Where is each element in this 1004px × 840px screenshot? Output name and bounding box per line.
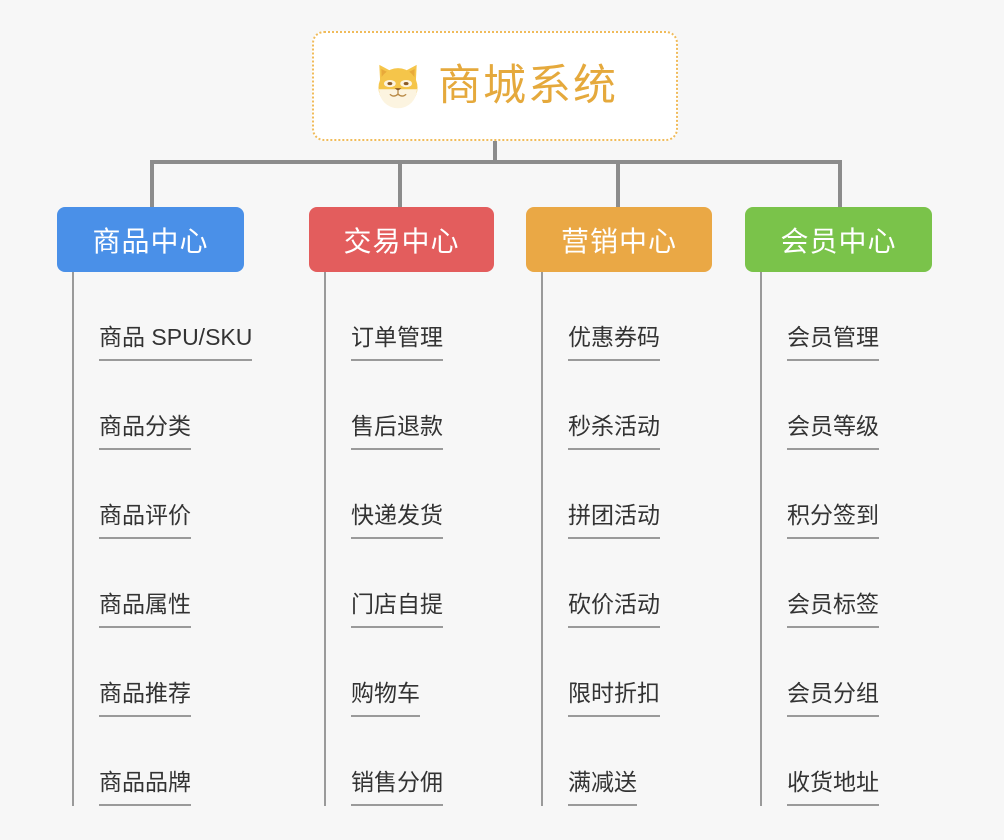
list-item[interactable]: 积分签到	[762, 450, 932, 539]
list-item[interactable]: 会员分组	[762, 628, 932, 717]
connector-drop-4	[838, 160, 842, 208]
list-item[interactable]: 收货地址	[762, 717, 932, 806]
connector-drop-3	[616, 160, 620, 208]
list-item-label: 会员管理	[787, 326, 879, 361]
connector-bus	[150, 160, 842, 164]
list-item-label: 积分签到	[787, 504, 879, 539]
list-item[interactable]: 快递发货	[326, 450, 494, 539]
shiba-dog-face-icon	[378, 64, 418, 109]
group-header-product-center[interactable]: 商品中心	[57, 207, 244, 272]
list-item-label: 售后退款	[351, 415, 443, 450]
list-item[interactable]: 商品推荐	[74, 628, 244, 717]
list-item[interactable]: 商品品牌	[74, 717, 244, 806]
list-item[interactable]: 优惠券码	[543, 272, 712, 361]
group-column-2: 交易中心 订单管理 售后退款 快递发货 门店自提 购物车 销售分佣	[309, 207, 494, 806]
list-item-label: 门店自提	[351, 593, 443, 628]
list-item-label: 满减送	[568, 771, 637, 806]
group-children-1: 商品 SPU/SKU 商品分类 商品评价 商品属性 商品推荐 商品品牌	[72, 272, 253, 806]
list-item[interactable]: 商品评价	[74, 450, 244, 539]
group-children-4: 会员管理 会员等级 积分签到 会员标签 会员分组 收货地址	[760, 272, 932, 806]
list-item[interactable]: 会员等级	[762, 361, 932, 450]
list-item[interactable]: 售后退款	[326, 361, 494, 450]
list-item[interactable]: 商品 SPU/SKU	[74, 272, 253, 361]
list-item[interactable]: 满减送	[543, 717, 712, 806]
list-item-label: 商品属性	[99, 593, 191, 628]
list-item-label: 购物车	[351, 682, 420, 717]
list-item[interactable]: 会员管理	[762, 272, 932, 361]
group-header-marketing-center[interactable]: 营销中心	[526, 207, 712, 272]
list-item[interactable]: 秒杀活动	[543, 361, 712, 450]
list-item-label: 会员等级	[787, 415, 879, 450]
connector-stem	[493, 141, 497, 163]
list-item-label: 商品推荐	[99, 682, 191, 717]
list-item-label: 限时折扣	[568, 682, 660, 717]
list-item-label: 快递发货	[351, 504, 443, 539]
group-column-1: 商品中心 商品 SPU/SKU 商品分类 商品评价 商品属性 商品推荐 商品品牌	[57, 207, 253, 806]
list-item-label: 商品品牌	[99, 771, 191, 806]
list-item-label: 优惠券码	[568, 326, 660, 361]
list-item-label: 商品评价	[99, 504, 191, 539]
root-title: 商城系统	[438, 61, 618, 110]
list-item[interactable]: 会员标签	[762, 539, 932, 628]
list-item[interactable]: 销售分佣	[326, 717, 494, 806]
group-header-trade-center[interactable]: 交易中心	[309, 207, 494, 272]
list-item[interactable]: 砍价活动	[543, 539, 712, 628]
list-item[interactable]: 商品分类	[74, 361, 244, 450]
list-item-label: 销售分佣	[351, 771, 443, 806]
list-item-label: 秒杀活动	[568, 415, 660, 450]
list-item[interactable]: 商品属性	[74, 539, 244, 628]
connector-drop-1	[150, 160, 154, 208]
list-item[interactable]: 限时折扣	[543, 628, 712, 717]
list-item[interactable]: 购物车	[326, 628, 494, 717]
group-children-3: 优惠券码 秒杀活动 拼团活动 砍价活动 限时折扣 满减送	[541, 272, 712, 806]
group-column-3: 营销中心 优惠券码 秒杀活动 拼团活动 砍价活动 限时折扣 满减送	[526, 207, 712, 806]
connector-drop-2	[398, 160, 402, 208]
group-children-2: 订单管理 售后退款 快递发货 门店自提 购物车 销售分佣	[324, 272, 494, 806]
list-item-label: 商品分类	[99, 415, 191, 450]
list-item-label: 订单管理	[351, 326, 443, 361]
list-item[interactable]: 订单管理	[326, 272, 494, 361]
list-item-label: 收货地址	[787, 771, 879, 806]
list-item-label: 拼团活动	[568, 504, 660, 539]
root-node[interactable]: 商城系统	[312, 31, 678, 141]
group-header-member-center[interactable]: 会员中心	[745, 207, 932, 272]
list-item[interactable]: 拼团活动	[543, 450, 712, 539]
list-item[interactable]: 门店自提	[326, 539, 494, 628]
list-item-label: 会员标签	[787, 593, 879, 628]
list-item-label: 会员分组	[787, 682, 879, 717]
list-item-label: 商品 SPU/SKU	[99, 326, 253, 361]
group-column-4: 会员中心 会员管理 会员等级 积分签到 会员标签 会员分组 收货地址	[745, 207, 932, 806]
list-item-label: 砍价活动	[568, 593, 660, 628]
